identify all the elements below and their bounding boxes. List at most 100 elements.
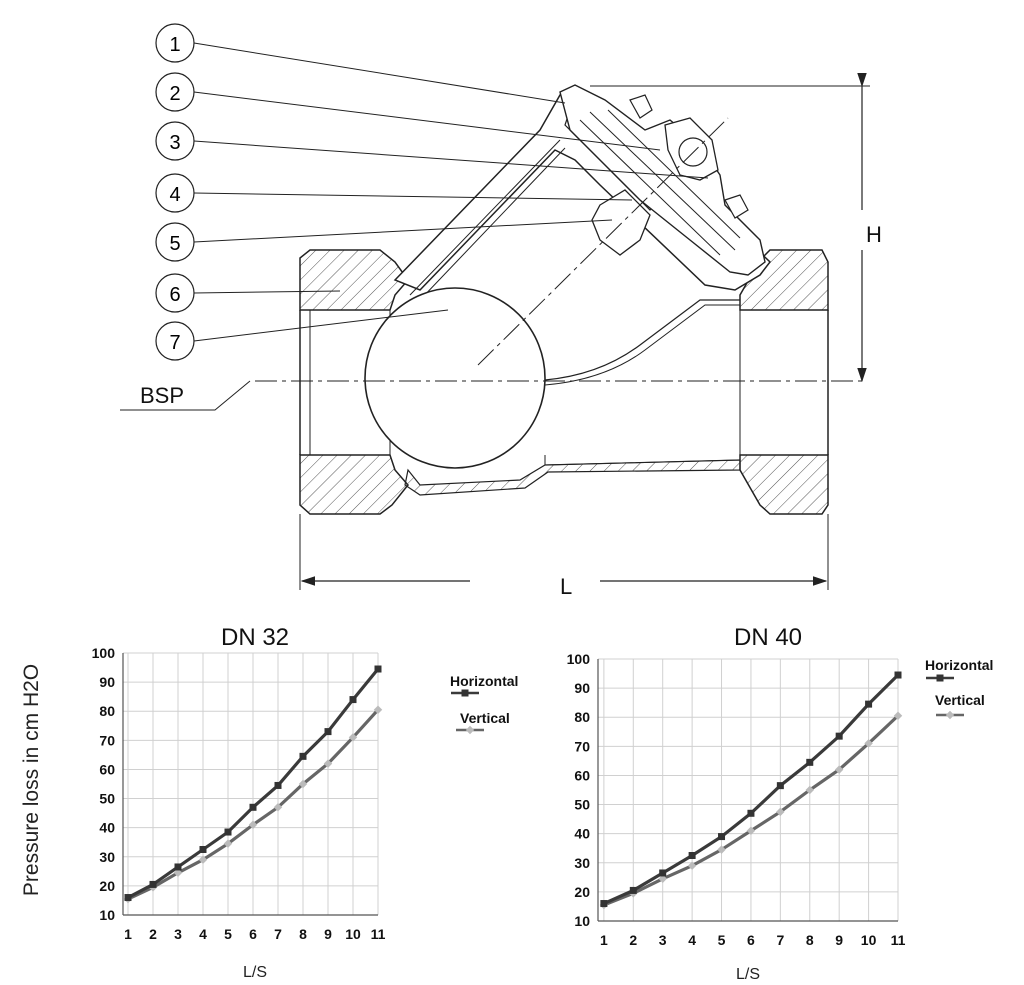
data-point-vertical xyxy=(273,803,283,812)
data-point-horizontal xyxy=(274,781,282,789)
x-tick-label: 7 xyxy=(274,926,282,942)
y-tick-label: 30 xyxy=(574,855,590,871)
y-tick-label: 60 xyxy=(574,767,590,783)
callout-6: 6 xyxy=(155,273,341,313)
y-tick-label: 70 xyxy=(99,732,115,748)
legend-marker-vertical xyxy=(465,725,475,735)
legend-label-horizontal: Horizontal xyxy=(925,657,993,673)
callout-5: 5 xyxy=(155,219,613,262)
x-tick-label: 8 xyxy=(299,926,307,942)
x-axis-label: L/S xyxy=(736,966,760,983)
bonnet-centerline xyxy=(477,117,729,366)
data-point-horizontal xyxy=(659,869,667,877)
svg-text:3: 3 xyxy=(169,132,180,154)
data-point-horizontal xyxy=(149,880,157,888)
data-point-horizontal xyxy=(629,886,637,894)
legend-label-vertical: Vertical xyxy=(935,692,985,708)
chart-title: DN 32 xyxy=(221,624,289,651)
x-tick-label: 5 xyxy=(718,932,726,948)
data-point-horizontal xyxy=(199,846,207,853)
svg-text:1: 1 xyxy=(169,34,180,56)
y-tick-label: 70 xyxy=(574,738,590,754)
x-tick-label: 4 xyxy=(199,926,207,942)
legend-label-vertical: Vertical xyxy=(460,710,510,726)
y-tick-label: 100 xyxy=(567,651,591,667)
data-point-horizontal xyxy=(224,828,232,836)
y-tick-label: 30 xyxy=(99,849,115,865)
legend-label-horizontal: Horizontal xyxy=(450,673,518,689)
y-tick-label: 100 xyxy=(92,645,116,661)
x-tick-label: 11 xyxy=(891,932,906,948)
data-point-horizontal xyxy=(349,696,357,704)
y-tick-label: 60 xyxy=(99,761,115,777)
data-point-horizontal xyxy=(835,732,843,740)
x-tick-label: 3 xyxy=(174,926,182,942)
bsp-label: BSP xyxy=(140,383,184,408)
svg-text:4: 4 xyxy=(169,184,180,206)
y-tick-label: 90 xyxy=(574,680,590,696)
y-tick-label: 50 xyxy=(574,797,590,813)
y-tick-label: 40 xyxy=(99,820,115,836)
svg-text:2: 2 xyxy=(169,83,180,105)
svg-text:7: 7 xyxy=(169,332,180,354)
svg-text:5: 5 xyxy=(169,233,180,255)
callout-3: 3 xyxy=(155,121,709,179)
data-point-vertical xyxy=(198,855,208,864)
x-tick-label: 5 xyxy=(224,926,232,942)
x-tick-label: 2 xyxy=(629,932,637,948)
y-axis-label-container: Pressure loss in cm H2O xyxy=(20,664,43,896)
legend: Horizontal Vertical xyxy=(925,657,993,708)
y-tick-label: 10 xyxy=(574,913,590,929)
x-tick-label: 11 xyxy=(371,926,386,942)
callout-2: 2 xyxy=(155,72,661,151)
legend-marker-horizontal xyxy=(461,689,469,697)
data-point-vertical xyxy=(834,765,844,774)
callout-7: 7 xyxy=(155,309,449,361)
data-point-horizontal xyxy=(747,809,755,817)
x-tick-label: 10 xyxy=(345,926,361,942)
y-tick-label: 80 xyxy=(574,709,590,725)
legend-marker-vertical xyxy=(945,710,955,720)
body-section-bottom-left xyxy=(299,454,409,515)
callout-1: 1 xyxy=(155,23,566,104)
x-tick-label: 8 xyxy=(806,932,814,948)
y-tick-label: 40 xyxy=(574,826,590,842)
x-tick-label: 6 xyxy=(249,926,257,942)
length-dimension-label: L xyxy=(560,574,572,599)
body-section-bottom-right xyxy=(739,454,829,515)
x-tick-label: 3 xyxy=(659,932,667,948)
y-tick-label: 80 xyxy=(99,703,115,719)
data-point-vertical xyxy=(323,759,333,768)
callout-4: 4 xyxy=(155,173,633,213)
data-point-horizontal xyxy=(718,833,726,841)
data-point-horizontal xyxy=(299,752,307,760)
y-tick-label: 50 xyxy=(99,791,115,807)
x-tick-label: 9 xyxy=(324,926,332,942)
data-point-horizontal xyxy=(124,894,132,902)
data-point-vertical xyxy=(348,733,358,742)
x-tick-label: 2 xyxy=(149,926,157,942)
y-tick-label: 20 xyxy=(99,878,115,894)
x-tick-label: 6 xyxy=(747,932,755,948)
x-tick-label: 4 xyxy=(688,932,696,948)
data-point-horizontal xyxy=(324,728,332,736)
body-section-bottom-middle xyxy=(404,459,741,496)
x-tick-label: 10 xyxy=(861,932,877,948)
data-point-horizontal xyxy=(865,700,873,708)
data-point-horizontal xyxy=(174,863,182,871)
y-axis-label: Pressure loss in cm H2O xyxy=(20,664,43,896)
legend-marker-horizontal xyxy=(936,674,944,682)
data-point-horizontal xyxy=(374,665,382,673)
ball xyxy=(364,287,546,469)
height-dimension-label: H xyxy=(866,222,882,247)
valve-cross-section-drawing: H L BSP 1 2 3 4 5 6 7 xyxy=(120,23,882,599)
data-point-horizontal xyxy=(249,803,257,811)
x-tick-label: 7 xyxy=(776,932,784,948)
data-point-vertical xyxy=(687,861,697,870)
x-tick-label: 9 xyxy=(835,932,843,948)
legend: Horizontal Vertical xyxy=(450,673,518,726)
y-tick-label: 90 xyxy=(99,674,115,690)
body-section-top-left xyxy=(299,249,409,311)
